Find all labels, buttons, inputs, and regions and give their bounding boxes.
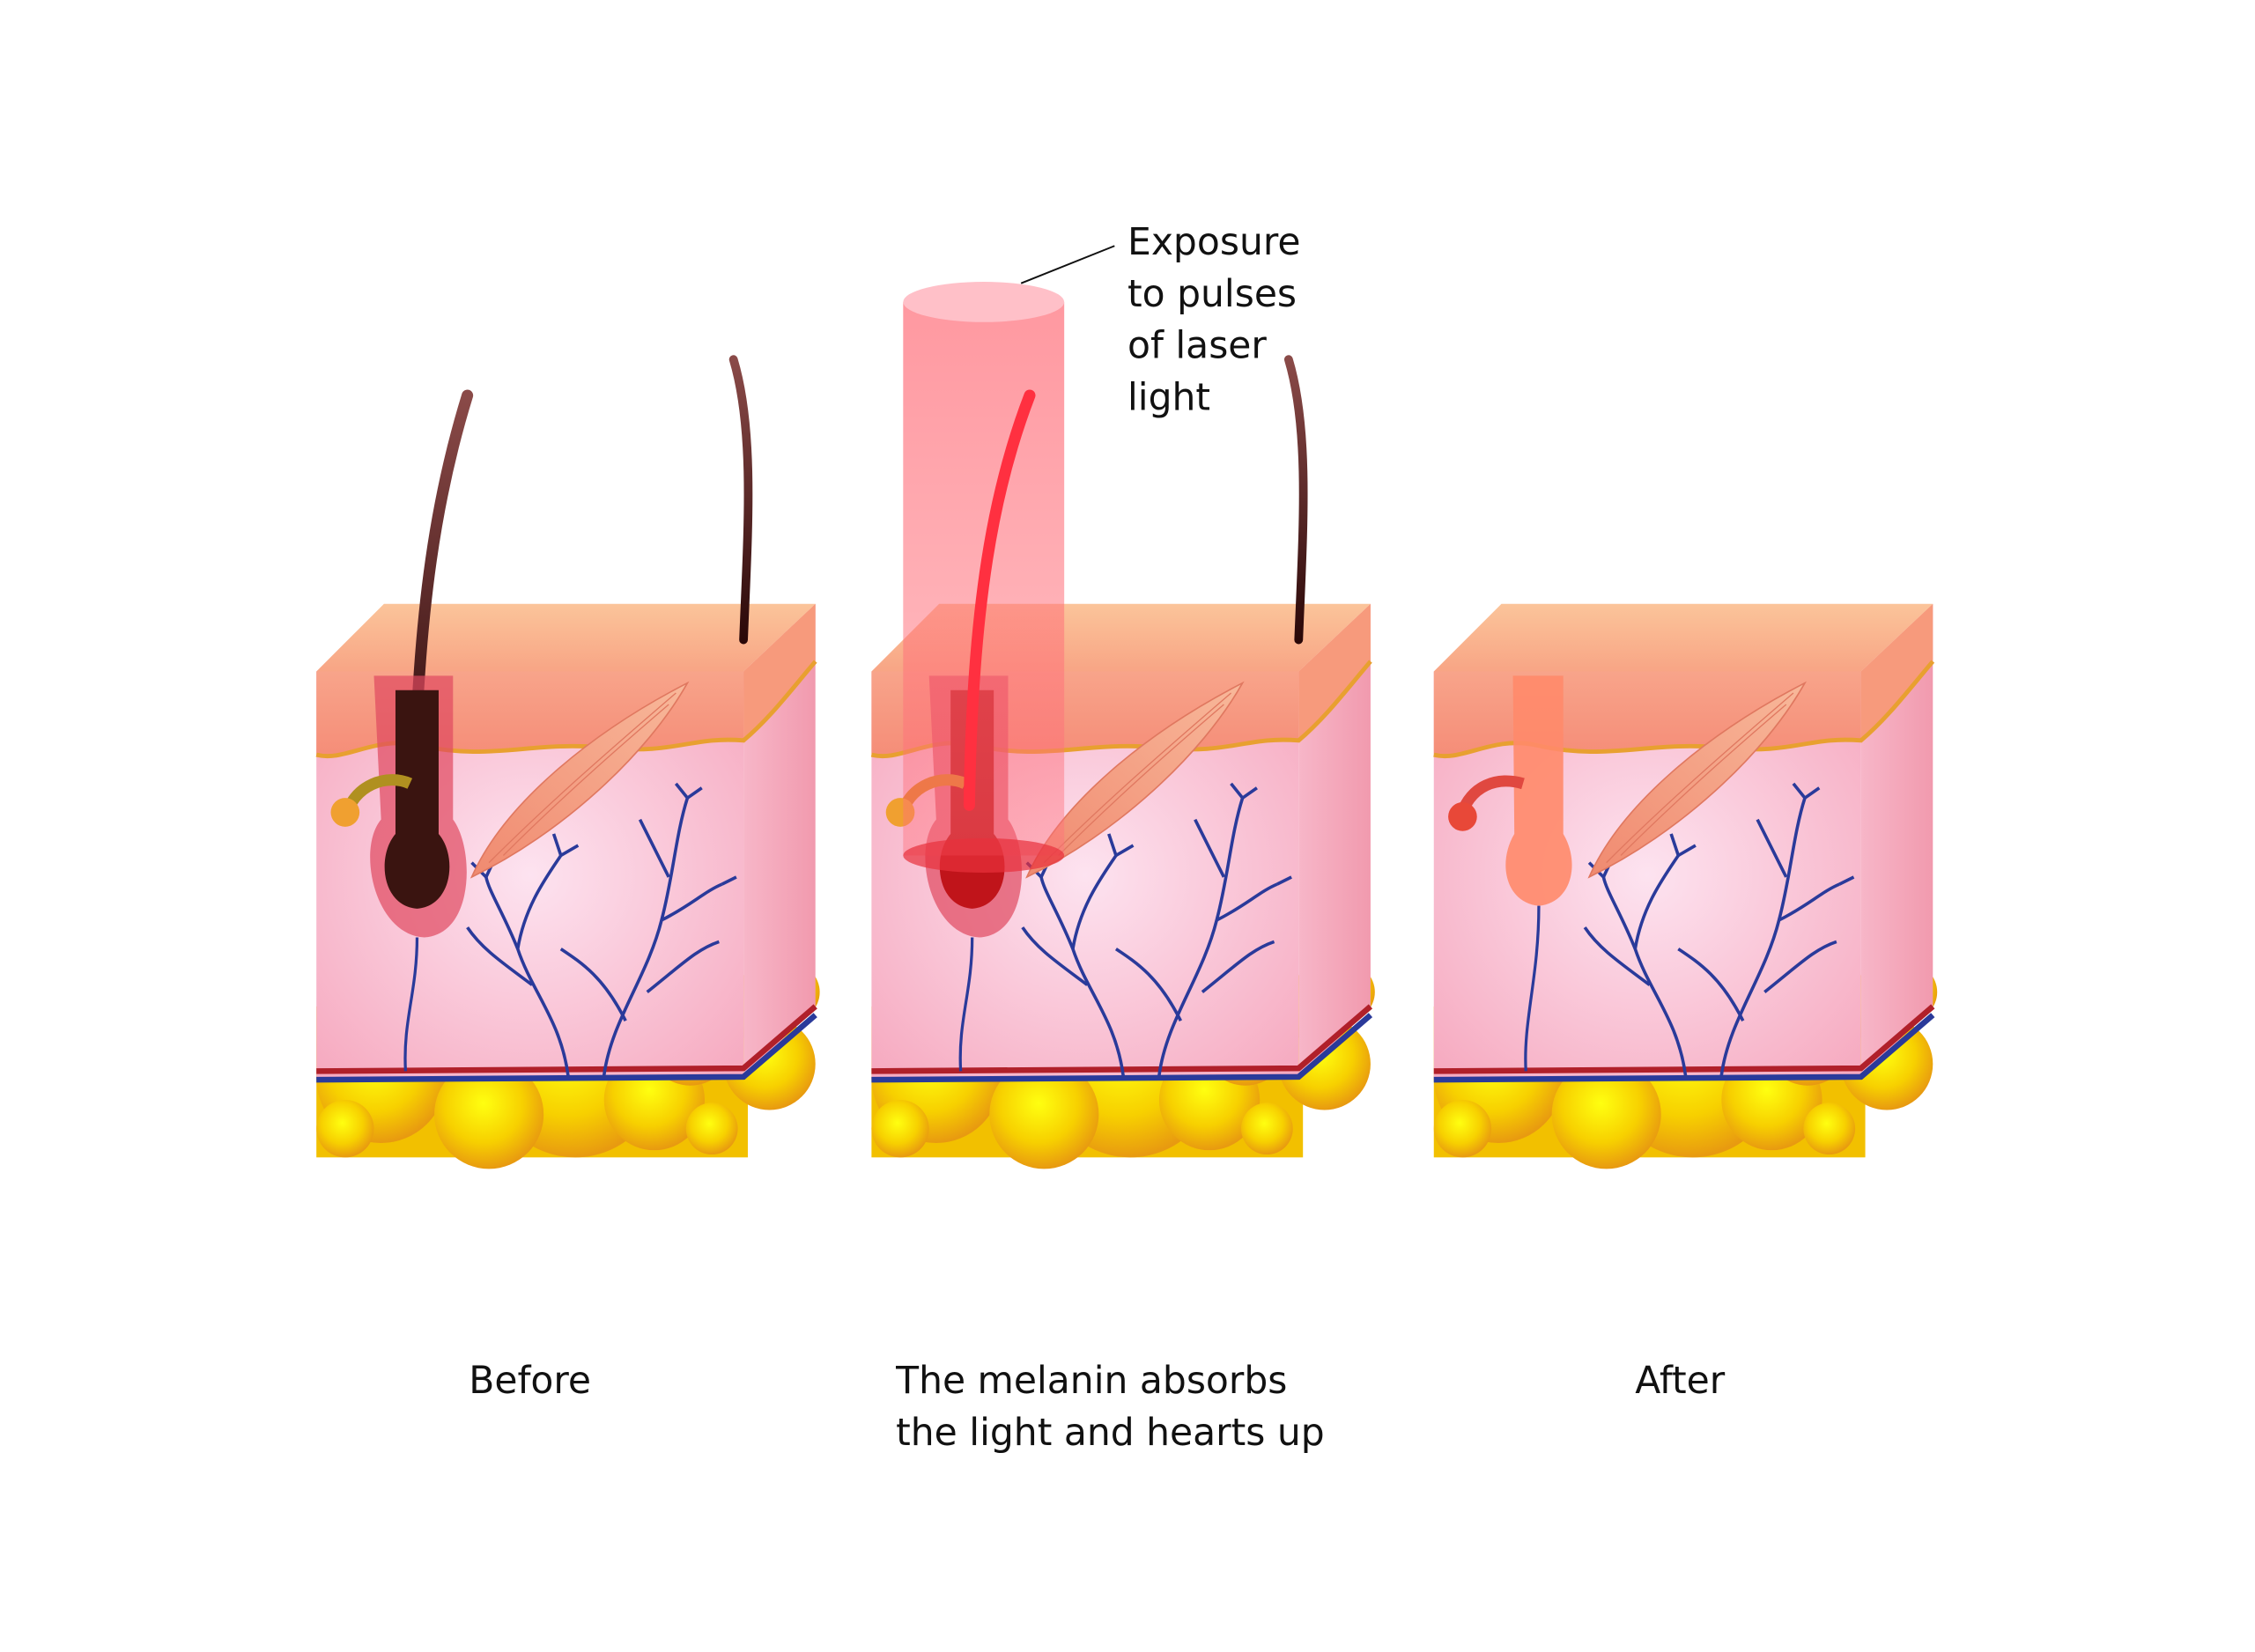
callout-line: Exposure bbox=[1128, 221, 1300, 264]
label-after: After bbox=[1635, 1360, 1725, 1403]
surface-hair bbox=[728, 355, 753, 645]
callout-leader-line bbox=[1020, 245, 1115, 284]
callout-line: of laser bbox=[1128, 325, 1267, 368]
label-laser-line1: The melanin absorbs bbox=[895, 1360, 1287, 1403]
label-before: Before bbox=[469, 1360, 591, 1403]
callout-laser-label: Exposure to pulses of laser light bbox=[1128, 221, 1300, 419]
panel-laser bbox=[871, 282, 1374, 1169]
callout-line: light bbox=[1128, 376, 1210, 419]
empty-follicle bbox=[1505, 675, 1572, 906]
label-laser-line2: the light and hearts up bbox=[896, 1412, 1325, 1455]
hair-follicle bbox=[384, 690, 450, 909]
callout-line: to pulses bbox=[1128, 273, 1297, 316]
panel-after bbox=[1434, 604, 1937, 1169]
panel-before bbox=[316, 355, 819, 1169]
